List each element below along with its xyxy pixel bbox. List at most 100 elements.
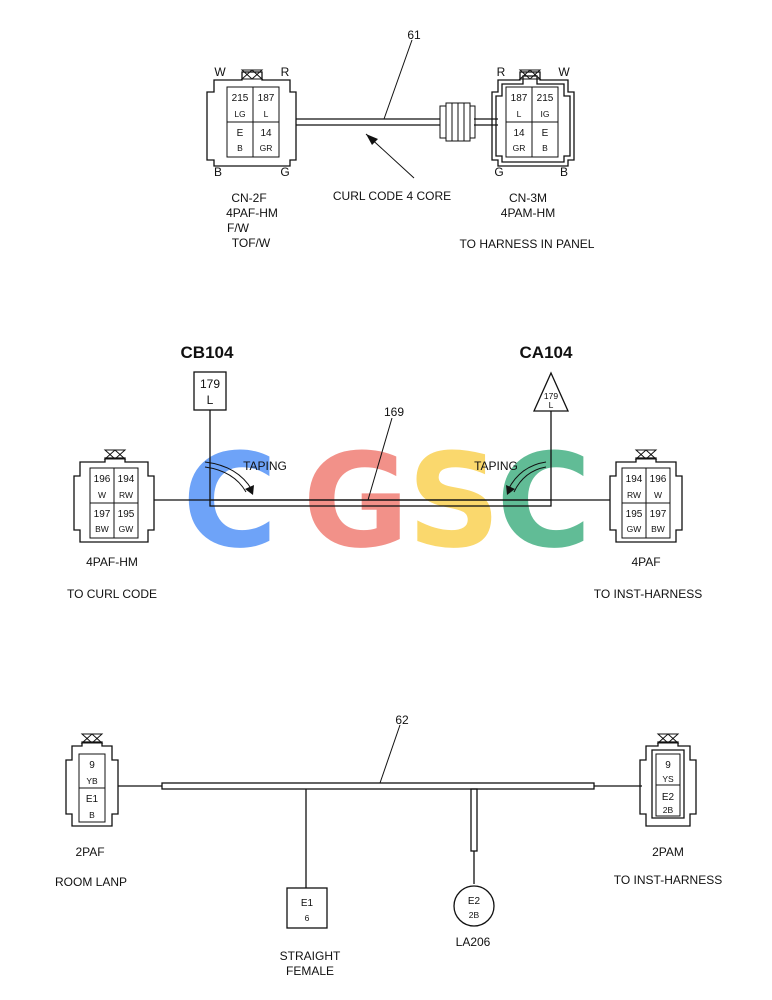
junction-number: 179 <box>544 391 558 401</box>
terminal-label: STRAIGHT <box>280 949 341 963</box>
pin-number: 196 <box>94 474 111 485</box>
pin-color: YB <box>86 776 98 786</box>
pin-number: 194 <box>626 474 643 485</box>
pin-color: GW <box>627 524 642 534</box>
terminal-code: 2B <box>469 910 480 920</box>
wire-number: 169 <box>384 405 404 419</box>
junction-number: 179 <box>200 377 220 391</box>
junction-cb104: 179 L <box>193 371 227 500</box>
junction-color: L <box>207 393 214 407</box>
pin-number: 14 <box>260 128 272 139</box>
pin-color: 2B <box>663 805 674 815</box>
pin-number: 215 <box>232 93 249 104</box>
pin-number: 196 <box>650 474 667 485</box>
terminal-code: 6 <box>305 913 310 923</box>
connector-type: 4PAM-HM <box>501 206 555 220</box>
connector-note: F/W <box>227 221 250 235</box>
connector-cn-3m: 187 L 215 IG 14 GR E B R W G B <box>491 65 575 179</box>
harness-62: 62 <box>118 713 642 888</box>
pin-number: 197 <box>94 509 111 520</box>
corner-label: B <box>214 165 222 179</box>
pin-number: E2 <box>662 792 675 803</box>
pin-number: 215 <box>537 93 554 104</box>
taping-label: TAPING <box>474 459 518 473</box>
pin-number: E <box>237 128 244 139</box>
connector-type: 4PAF-HM <box>226 206 278 220</box>
connector-cn-2f: 215 LG 187 L E B 14 GR W R B G <box>206 65 297 179</box>
round-terminal-la206: E2 2B <box>453 885 495 927</box>
connector-destination: TO INST-HARNESS <box>594 587 702 601</box>
corner-label: G <box>494 165 503 179</box>
connector-name: CN-3M <box>509 191 547 205</box>
corner-label: G <box>280 165 289 179</box>
pin-number: E <box>542 128 549 139</box>
corner-label: R <box>281 65 290 79</box>
pin-number: 14 <box>513 128 525 139</box>
connector-4paf: 194 RW 196 W 195 GW 197 BW <box>609 449 683 543</box>
pin-number: 9 <box>89 760 95 771</box>
corner-label: W <box>214 65 226 79</box>
connector-type: 4PAF-HM <box>86 555 138 569</box>
connector-name: CN-2F <box>231 191 266 205</box>
pin-color: GR <box>513 143 526 153</box>
straight-female-terminal: E1 6 <box>286 887 328 929</box>
pin-color: RW <box>119 490 133 500</box>
corner-label: R <box>497 65 506 79</box>
connector-2pam: 9 YS E2 2B <box>639 733 697 827</box>
pin-color: BW <box>95 524 109 534</box>
pin-number: 195 <box>626 509 643 520</box>
connector-type: 2PAM <box>652 845 684 859</box>
corner-label: B <box>560 165 568 179</box>
pin-number: E1 <box>86 794 99 805</box>
connector-type: 2PAF <box>75 845 104 859</box>
pin-number: 195 <box>118 509 135 520</box>
watermark: C G S C <box>182 425 591 577</box>
connector-destination: TO CURL CODE <box>67 587 157 601</box>
connector-note: TOF/W <box>232 236 271 250</box>
wire-number: 61 <box>407 28 421 42</box>
middle-section: C G S C CB104 179 L CA104 179 L 169 <box>67 343 702 601</box>
terminal-pin: E1 <box>301 898 314 909</box>
wire-number: 62 <box>395 713 409 727</box>
pin-color: B <box>89 810 95 820</box>
pin-number: 187 <box>258 93 275 104</box>
pin-color: GW <box>119 524 134 534</box>
pin-color: B <box>237 143 243 153</box>
bottom-section: 62 9 YB E1 B 2PAF ROOM LANP 9 YS E <box>55 713 722 978</box>
pin-number: 9 <box>665 760 671 771</box>
pin-color: W <box>654 490 662 500</box>
pin-number: 194 <box>118 474 135 485</box>
corner-label: W <box>558 65 570 79</box>
pin-color: RW <box>627 490 641 500</box>
watermark-letter: G <box>303 425 410 577</box>
curl-cable-61: 61 CURL CODE 4 CORE <box>296 28 498 203</box>
connector-2paf: 9 YB E1 B <box>65 733 119 827</box>
connector-destination: ROOM LANP <box>55 875 127 889</box>
watermark-letter: S <box>407 425 501 577</box>
terminal-pin: E2 <box>468 896 481 907</box>
top-section: 215 LG 187 L E B 14 GR W R B G <box>206 28 595 251</box>
pin-number: 197 <box>650 509 667 520</box>
cable-label: CURL CODE 4 CORE <box>333 189 451 203</box>
pin-number: 187 <box>511 93 528 104</box>
pin-color: B <box>542 143 548 153</box>
pin-color: GR <box>260 143 273 153</box>
terminal-label: FEMALE <box>286 964 334 978</box>
pin-color: LG <box>234 109 245 119</box>
pin-color: IG <box>541 109 550 119</box>
connector-destination: TO HARNESS IN PANEL <box>460 237 595 251</box>
pin-color: BW <box>651 524 665 534</box>
junction-ca104: 179 L <box>532 371 570 500</box>
pin-color: L <box>264 109 269 119</box>
pin-color: L <box>517 109 522 119</box>
terminal-name: LA206 <box>456 935 491 949</box>
junction-title: CB104 <box>181 343 234 362</box>
junction-color: L <box>549 400 554 410</box>
watermark-letter: C <box>182 425 277 577</box>
pin-color: W <box>98 490 106 500</box>
harness-169: 169 TAPING TAPING <box>154 405 610 507</box>
watermark-letter: C <box>496 425 591 577</box>
connector-4paf-hm: 196 W 194 RW 197 BW 195 GW <box>73 449 155 543</box>
taping-label: TAPING <box>243 459 287 473</box>
junction-title: CA104 <box>520 343 573 362</box>
